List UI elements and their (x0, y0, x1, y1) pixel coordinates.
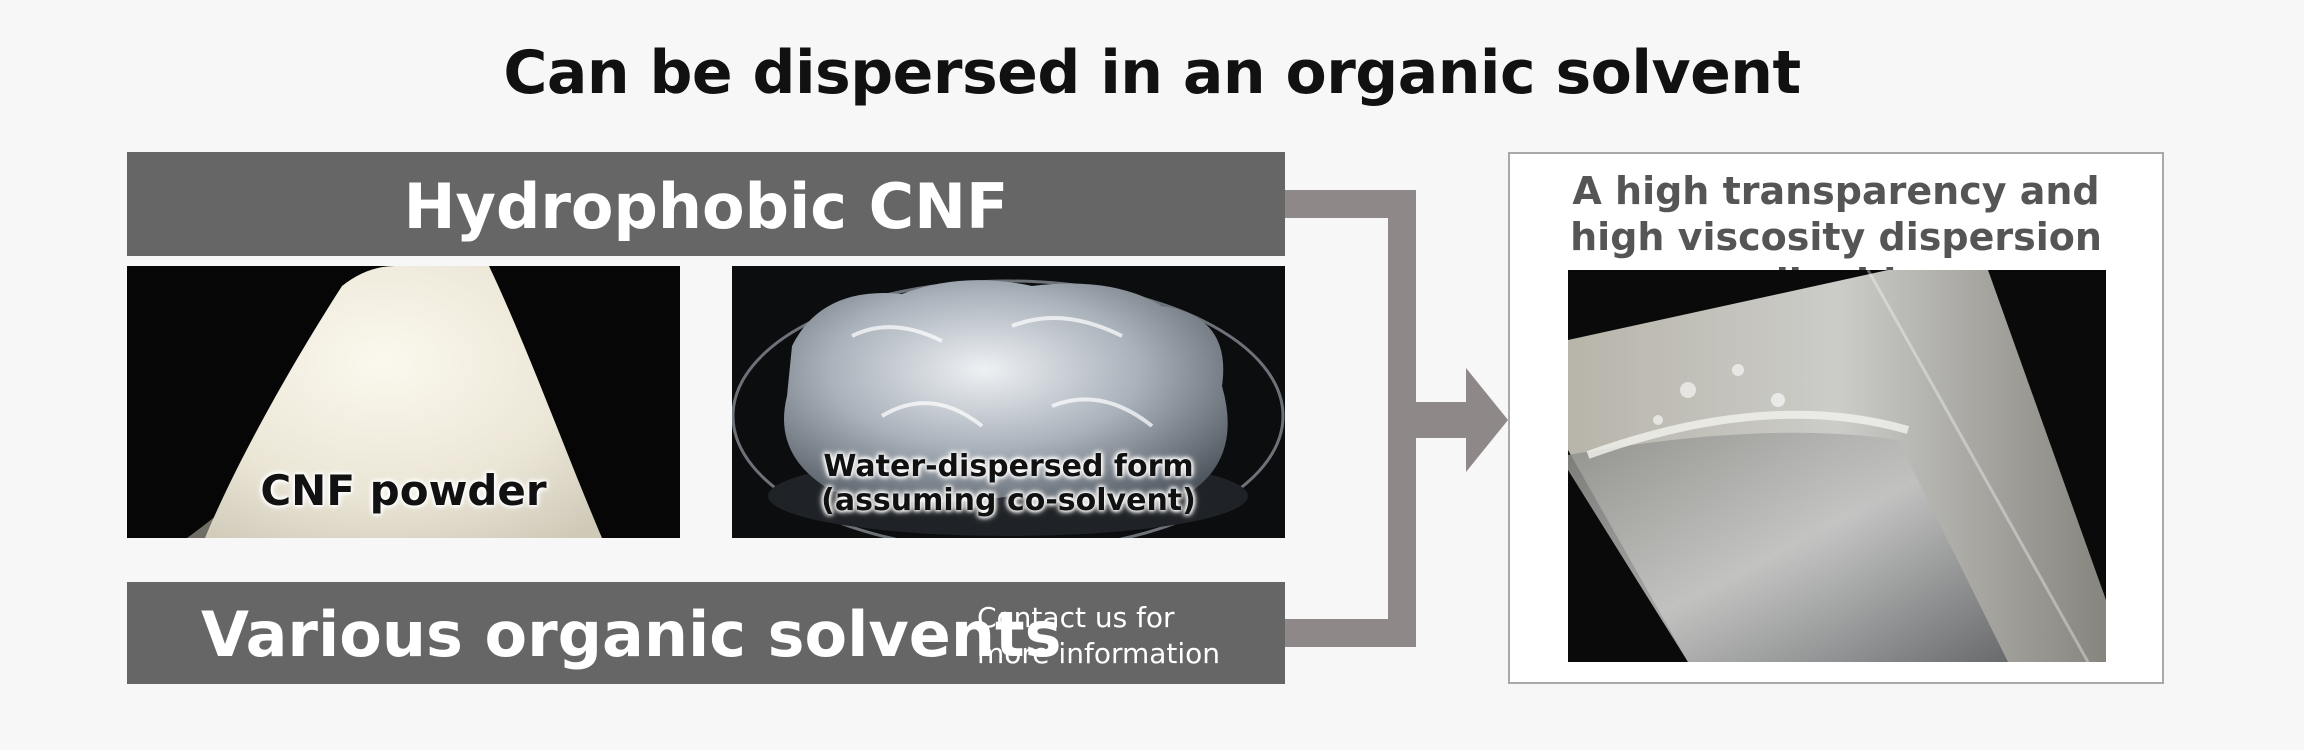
gel-caption: Water-dispersed form (assuming co-solven… (821, 449, 1196, 518)
arrow-head-icon (1466, 368, 1508, 472)
page-title: Can be dispersed in an organic solvent (503, 38, 1801, 108)
vial-image (1568, 270, 2106, 662)
organic-solvents-banner: Various organic solvents Contact us for … (127, 582, 1285, 684)
gel-dish-image (732, 266, 1285, 538)
water-dispersed-photo: Water-dispersed form (assuming co-solven… (732, 266, 1285, 538)
vial-photo (1568, 270, 2106, 662)
cnf-powder-photo: CNF powder (127, 266, 680, 538)
banner-label: Hydrophobic CNF (403, 170, 1009, 243)
dispersion-result-panel: A high transparency and high viscosity d… (1508, 152, 2164, 684)
powder-cone-image (127, 266, 680, 538)
contact-note: Contact us for more information (977, 601, 1221, 670)
hydrophobic-cnf-banner: Hydrophobic CNF (127, 152, 1285, 256)
banner-label: Various organic solvents (201, 598, 1062, 671)
powder-caption: CNF powder (260, 466, 547, 515)
